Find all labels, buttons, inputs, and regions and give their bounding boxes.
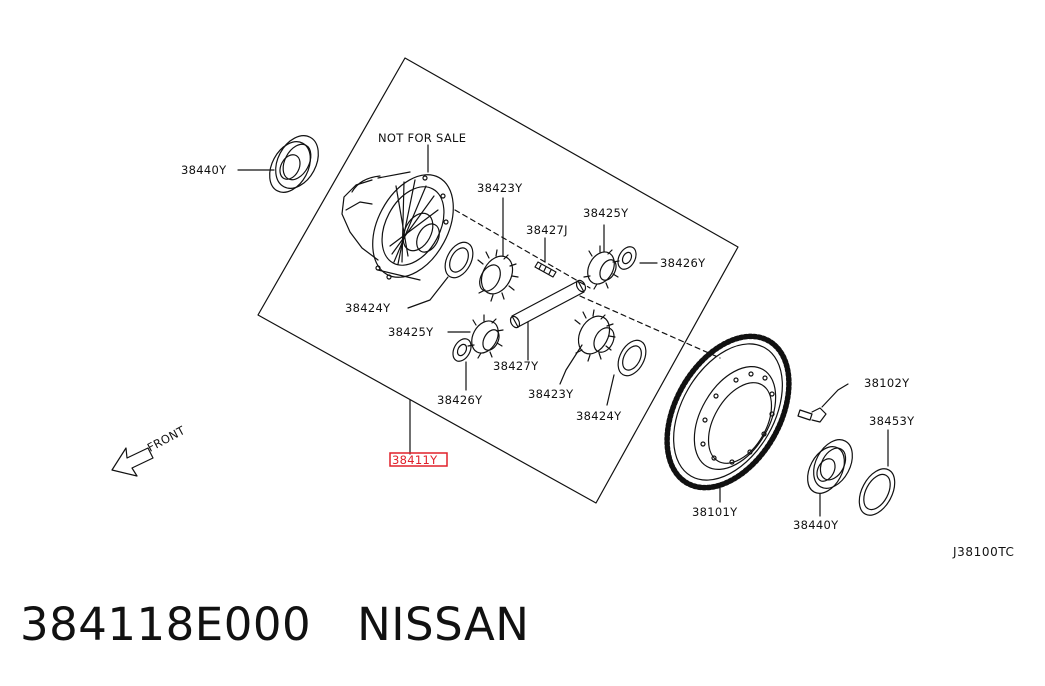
callout-diff-case[interactable]: 38411Y bbox=[392, 453, 438, 467]
bearing-top-icon bbox=[269, 135, 319, 193]
callout-side-washer-left[interactable]: 38426Y bbox=[437, 393, 483, 407]
part-number: 384118E000 bbox=[20, 598, 312, 651]
pinion-gear-bottom-icon bbox=[574, 309, 616, 362]
front-arrow-icon bbox=[111, 447, 154, 477]
pinion-shaft-pin-icon bbox=[534, 261, 557, 278]
side-gear-right-icon bbox=[583, 245, 620, 290]
callout-pinion-shaft-pin[interactable]: 38427J bbox=[526, 223, 568, 237]
side-washer-left-icon bbox=[452, 338, 472, 362]
brand-name: NISSAN bbox=[357, 598, 530, 651]
ring-gear-bolt-icon bbox=[797, 407, 827, 423]
callout-ring-gear-bolt[interactable]: 38102Y bbox=[864, 376, 910, 390]
callout-bearing-bottom[interactable]: 38440Y bbox=[793, 518, 839, 532]
side-gear-left-icon bbox=[467, 314, 504, 359]
thrust-washer-bottom-icon bbox=[617, 339, 647, 377]
callout-thrust-washer-left[interactable]: 38424Y bbox=[345, 301, 391, 315]
callout-pinion-gear-top[interactable]: 38423Y bbox=[477, 181, 523, 195]
highlight-box bbox=[389, 452, 448, 467]
bearing-bottom-icon bbox=[807, 439, 853, 494]
pinion-shaft-icon bbox=[509, 279, 587, 329]
not-for-sale-note: NOT FOR SALE bbox=[378, 131, 466, 145]
callout-pinion-shaft[interactable]: 38427Y bbox=[493, 359, 539, 373]
callout-ring-gear[interactable]: 38101Y bbox=[692, 505, 738, 519]
callout-side-gear-left[interactable]: 38425Y bbox=[388, 325, 434, 339]
callout-thrust-washer-bottom[interactable]: 38424Y bbox=[576, 409, 622, 423]
callout-side-gear-right[interactable]: 38425Y bbox=[583, 206, 629, 220]
callout-bearing-top[interactable]: 38440Y bbox=[181, 163, 227, 177]
callout-side-washer-right[interactable]: 38426Y bbox=[660, 256, 706, 270]
front-direction-label: FRONT bbox=[145, 423, 188, 455]
shim-icon bbox=[858, 468, 896, 516]
ring-gear-icon bbox=[664, 333, 792, 491]
differential-case-icon bbox=[341, 171, 454, 281]
assembly-outline bbox=[257, 57, 739, 504]
side-washer-right-icon bbox=[617, 246, 637, 270]
diagram-code: J38100TC bbox=[952, 545, 1015, 559]
callout-pinion-gear-bottom[interactable]: 38423Y bbox=[528, 387, 574, 401]
callout-shim[interactable]: 38453Y bbox=[869, 414, 915, 428]
part-number-footer: 384118E000 NISSAN bbox=[20, 598, 529, 651]
pinion-gear-top-icon bbox=[477, 249, 519, 302]
thrust-washer-left-icon bbox=[444, 241, 474, 279]
